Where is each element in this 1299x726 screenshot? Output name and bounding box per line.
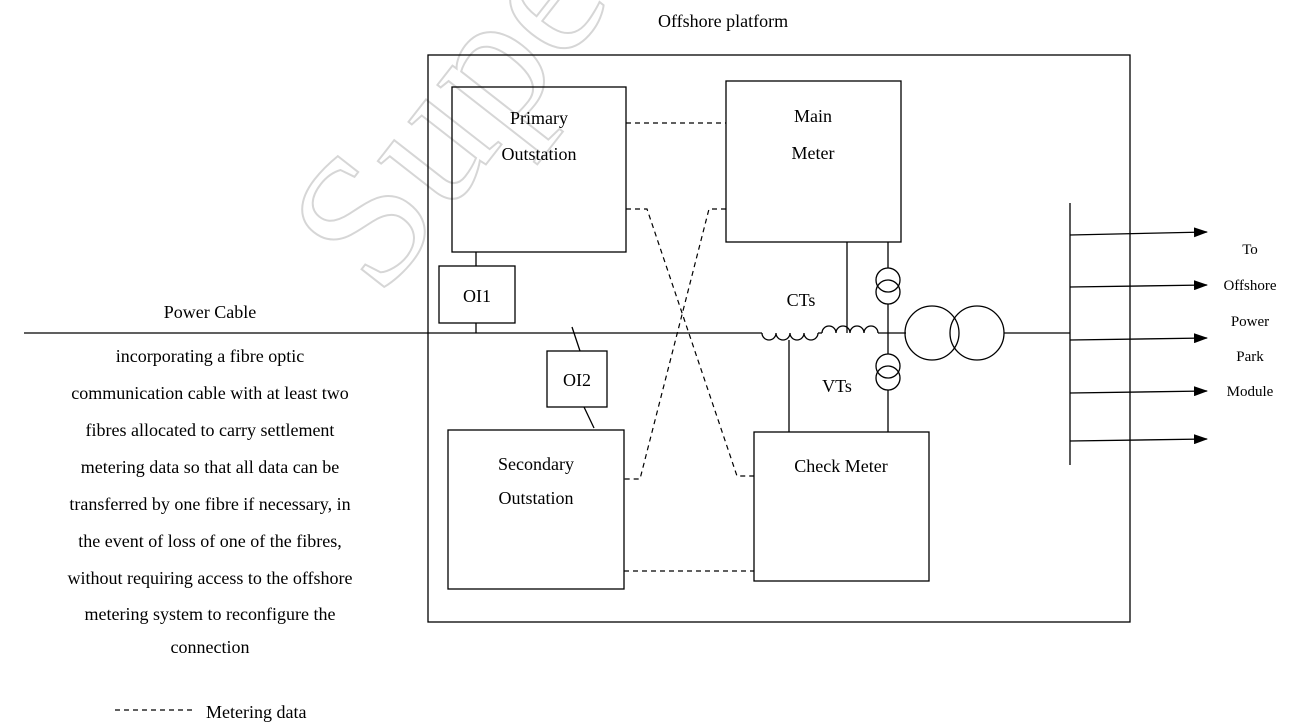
primary-outstation-label-line1: Primary [510, 108, 568, 128]
cable-description-line: metering system to reconfigure the [85, 604, 336, 624]
ct-coil-check [761, 332, 819, 341]
feeder-arrow-1 [1069, 227, 1208, 238]
feeder-arrow-5 [1069, 434, 1208, 445]
destination-line2: Offshore [1223, 278, 1276, 294]
destination-line5: Module [1227, 384, 1274, 400]
platform-label: Offshore platform [658, 11, 788, 31]
transformer-winding-primary [904, 305, 960, 361]
svg-text:Supe: Supe [248, 0, 647, 326]
secondary-outstation-box [447, 429, 625, 590]
main-meter-label-line1: Main [794, 106, 832, 126]
main-meter-label-line2: Meter [792, 143, 835, 163]
destination-line3: Power [1231, 314, 1269, 330]
oi2-link-bottom [583, 406, 595, 429]
transformer-winding-secondary [949, 305, 1005, 361]
cable-description-line: fibres allocated to carry settlement [86, 420, 335, 440]
vts-label: VTs [822, 376, 852, 396]
vt-check-coil-upper [875, 353, 901, 379]
oi2-label: OI2 [563, 370, 591, 390]
vt-main-coil-upper [875, 267, 901, 293]
ct-coil-main [821, 325, 879, 334]
destination-line4: Park [1236, 349, 1264, 365]
data-link-primary-check [626, 208, 754, 477]
check-meter-label: Check Meter [794, 456, 887, 476]
secondary-outstation-label-line2: Outstation [499, 488, 574, 508]
cable-description-line: the event of loss of one of the fibres, [78, 531, 341, 551]
cable-description: incorporating a fibre optic communicatio… [67, 346, 352, 657]
feeder-arrow-4 [1069, 386, 1208, 397]
destination-line1: To [1242, 242, 1258, 258]
oi1-box [438, 265, 516, 324]
feeder-arrow-2 [1069, 280, 1208, 291]
cable-description-line: metering data so that all data can be [81, 457, 339, 477]
power-cable-label: Power Cable [164, 302, 256, 322]
cable-description-line: communication cable with at least two [71, 383, 348, 403]
oi1-label: OI1 [463, 286, 491, 306]
cable-description-line: transferred by one fibre if necessary, i… [69, 494, 350, 514]
cable-description-line: incorporating a fibre optic [116, 346, 304, 366]
secondary-outstation-label-line1: Secondary [498, 454, 574, 474]
cts-label: CTs [787, 290, 816, 310]
data-link-secondary-main [624, 208, 726, 480]
primary-outstation-box [451, 86, 627, 253]
primary-outstation-label-line2: Outstation [502, 144, 577, 164]
cable-description-line: connection [171, 637, 250, 657]
cable-description-line: without requiring access to the offshore [67, 568, 352, 588]
oi2-link-top [571, 326, 581, 352]
legend-label: Metering data [206, 702, 306, 722]
watermark: Supe [247, 0, 648, 327]
check-meter-box [753, 431, 930, 582]
oi2-box [546, 350, 608, 408]
feeder-arrow-3 [1069, 333, 1208, 344]
main-meter-box [725, 80, 902, 243]
